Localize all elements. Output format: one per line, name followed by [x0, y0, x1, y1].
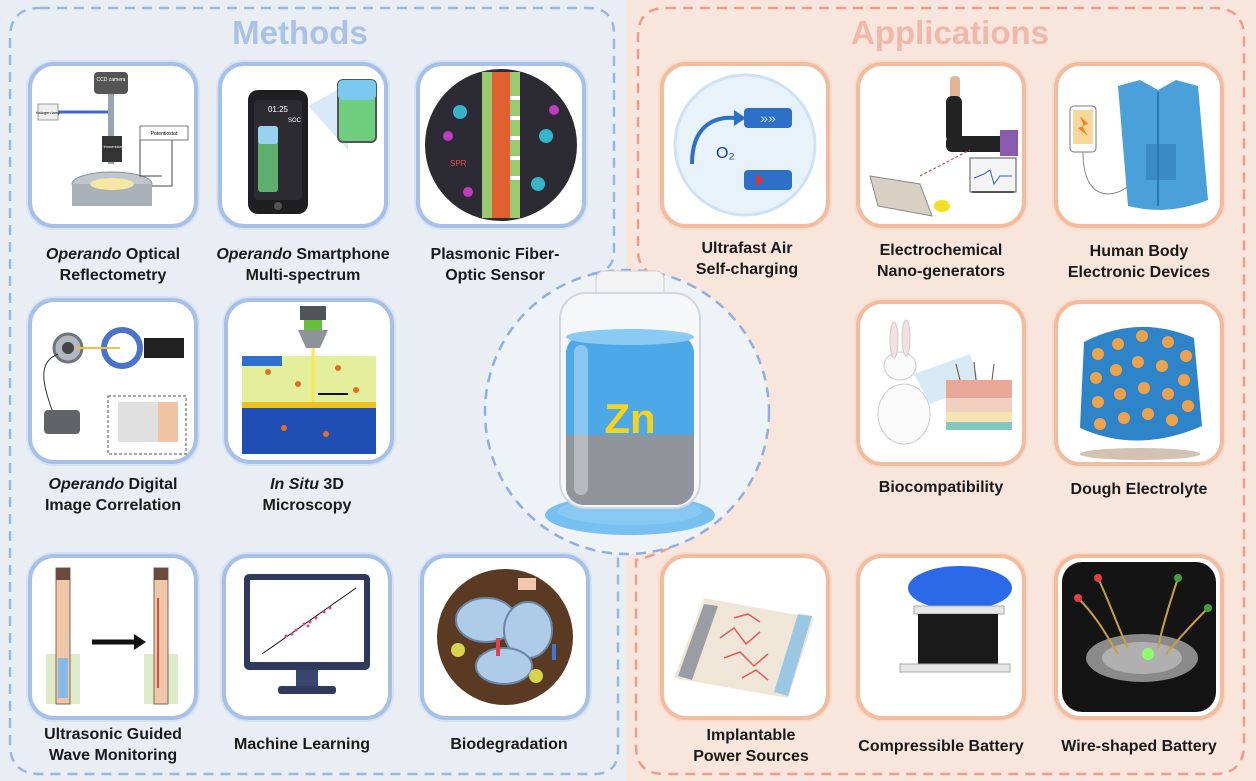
- card-digital-image-correlation: [28, 298, 198, 464]
- card-3d-microscopy: [224, 298, 394, 464]
- air-self-charging-illustration: »» O₂: [673, 73, 817, 217]
- compressible-battery-illustration: [899, 566, 1012, 673]
- label-digital-image-correlation: Operando Digital Image Correlation: [44, 476, 182, 514]
- plasmonic-fiber-illustration: SPR: [425, 69, 577, 221]
- svg-text:CCD camera: CCD camera: [97, 77, 126, 83]
- label-machine-learning: Machine Learning: [233, 736, 371, 753]
- label-biocompatibility: Biocompatibility: [878, 479, 1004, 496]
- svg-text:100 water immersion objective: 100 water immersion objective: [85, 144, 140, 149]
- zn-symbol: Zn: [604, 395, 655, 442]
- label-biodegradation: Biodegradation: [450, 736, 568, 753]
- card-machine-learning: [222, 554, 392, 720]
- svg-text:Halogen lamp: Halogen lamp: [36, 110, 61, 115]
- svg-text:Potentiostat: Potentiostat: [151, 131, 178, 137]
- label-wire-shaped-battery: Wire-shaped Battery: [1061, 738, 1217, 755]
- ultrasonic-illustration: [46, 567, 178, 705]
- svg-text:O₂: O₂: [716, 145, 735, 162]
- svg-text:SPR: SPR: [450, 159, 467, 168]
- label-3d-microscopy: In Situ 3D Microscopy: [262, 476, 352, 514]
- card-ultrasonic-guided-wave: [28, 554, 198, 720]
- card-ultrafast-air-self-charging: »» O₂: [660, 62, 830, 228]
- card-optical-reflectometry: CCD camera Halogen lamp 100 water immers…: [28, 62, 198, 228]
- label-plasmonic-fiber: Plasmonic Fiber- Optic Sensor: [430, 246, 560, 284]
- label-smartphone-multispectrum: Operando Smartphone Multi-spectrum: [216, 246, 390, 284]
- card-plasmonic-fiber: SPR: [416, 62, 586, 228]
- label-implantable-power-sources: Implantable Power Sources: [693, 727, 809, 765]
- dough-cube-illustration: [1080, 326, 1202, 460]
- card-implantable-power-sources: [660, 554, 830, 720]
- card-compressible-battery: [856, 554, 1026, 720]
- svg-text:SOC: SOC: [288, 118, 302, 124]
- implantable-illustration: [674, 598, 814, 698]
- biodegradation-illustration: [437, 569, 573, 705]
- smartphone-battery-illustration: 01:25 SOC: [248, 79, 377, 214]
- applications-title: Applications: [850, 14, 1050, 51]
- card-nano-generators: [856, 62, 1026, 228]
- svg-text:»»: »»: [760, 110, 776, 126]
- reflectometry-setup-illustration: CCD camera Halogen lamp 100 water immers…: [36, 72, 189, 206]
- card-wire-shaped-battery: [1054, 554, 1224, 720]
- svg-text:01:25: 01:25: [268, 105, 289, 114]
- nano-generator-arm-illustration: [869, 76, 1018, 217]
- card-dough-electrolyte: [1054, 300, 1224, 466]
- label-compressible-battery: Compressible Battery: [858, 738, 1024, 755]
- card-human-body-devices: [1054, 62, 1224, 228]
- rabbit-skin-illustration: [877, 319, 1012, 445]
- label-ultrafast-air-self-charging: Ultrafast Air Self-charging: [695, 240, 799, 278]
- label-optical-reflectometry: Operando Optical Reflectometry: [45, 246, 181, 284]
- label-dough-electrolyte: Dough Electrolyte: [1070, 481, 1208, 498]
- card-biocompatibility: [856, 300, 1026, 466]
- machine-learning-monitor-illustration: [244, 574, 370, 694]
- methods-title: Methods: [232, 14, 368, 51]
- label-human-body-devices: Human Body Electronic Devices: [1067, 243, 1211, 281]
- card-biodegradation: [420, 554, 590, 720]
- vest-phone-illustration: [1069, 80, 1208, 210]
- zn-battery-illustration: Zn: [545, 270, 715, 535]
- card-smartphone-multispectrum: 01:25 SOC: [218, 62, 388, 228]
- label-nano-generators: Electrochemical Nano-generators: [876, 242, 1006, 280]
- image-correlation-illustration: [43, 327, 187, 455]
- microscopy-illustration: [242, 306, 376, 454]
- wire-battery-illustration: [1062, 562, 1216, 712]
- label-ultrasonic-guided-wave: Ultrasonic Guided Wave Monitoring: [44, 726, 182, 764]
